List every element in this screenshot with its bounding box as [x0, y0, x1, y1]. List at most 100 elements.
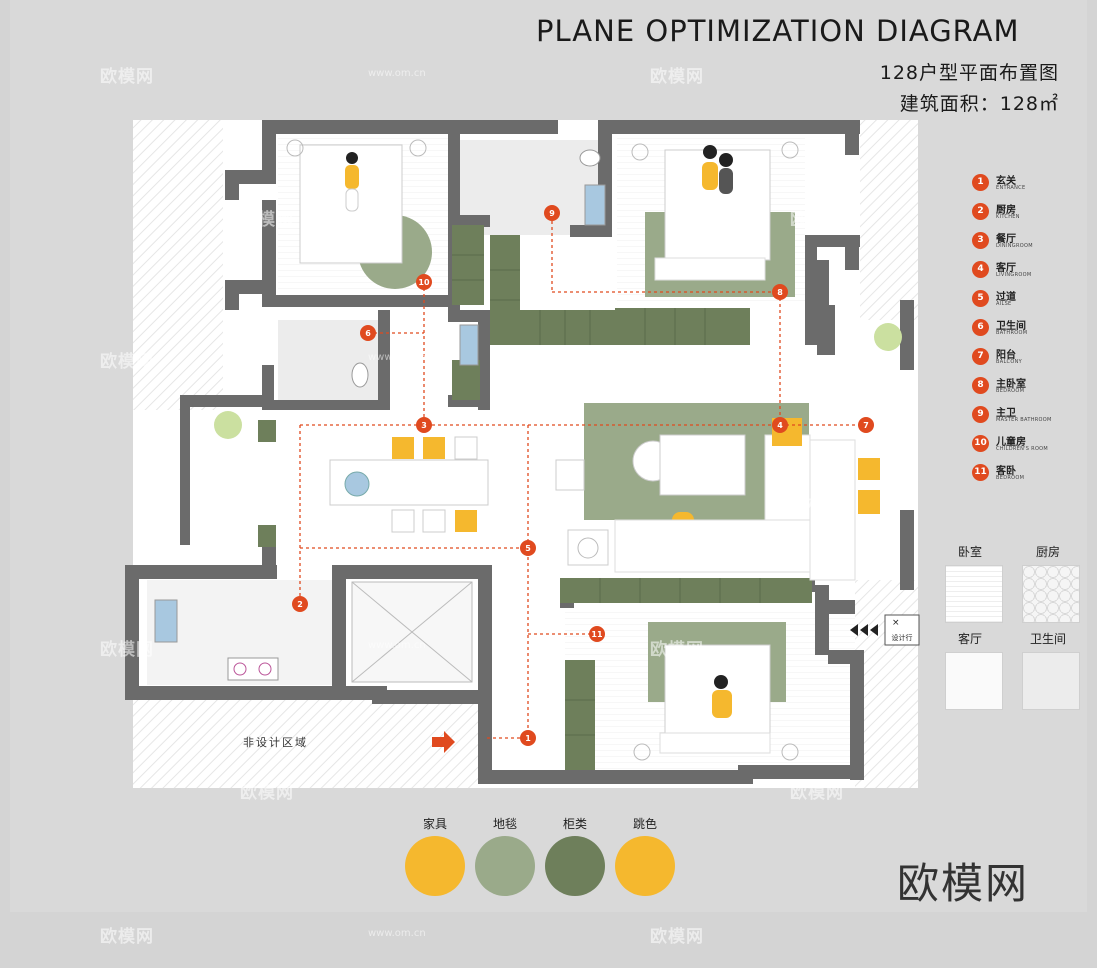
route-marker: 11 [589, 626, 605, 642]
route-marker-dot [416, 274, 432, 290]
circulation-lines [299, 215, 866, 739]
legend-number: 1 [972, 174, 989, 191]
watermark-logo: 欧模网 [240, 210, 294, 230]
route-marker-number: 10 [418, 278, 430, 287]
route-marker-dot [544, 205, 560, 221]
route-marker-number: 6 [365, 329, 371, 338]
material-swatch [475, 836, 535, 896]
watermark-url: www.om.cn [368, 640, 426, 651]
hatch-top-right [860, 120, 918, 320]
watermark-logo: 欧模网 [650, 640, 704, 660]
route-marker-dot [360, 325, 376, 341]
brand-logo: 欧模网 [897, 859, 1030, 908]
swatch-label-bedroom: 卧室 [958, 545, 983, 559]
entry-arrow-icon [432, 731, 455, 753]
route-marker: 7 [858, 417, 874, 433]
non-design-area-bg [133, 700, 478, 788]
legend-label-en: LIVINGROOM [996, 272, 1032, 278]
route-marker-dot [520, 540, 536, 556]
watermark-logo: 欧模网 [100, 640, 154, 660]
legend-number: 4 [972, 261, 989, 278]
legend-number: 8 [972, 377, 989, 394]
route-marker: 9 [544, 205, 560, 221]
guest-figure-icon [712, 675, 732, 718]
couple-figure-icon [702, 145, 733, 194]
route-marker: 3 [416, 417, 432, 433]
legend-label-en: BATHROOM [996, 330, 1028, 336]
route-marker: 8 [772, 284, 788, 300]
legend-label-en: BEDROOM [996, 475, 1025, 481]
swatch-label-living: 客厅 [958, 632, 983, 646]
material-label: 柜类 [562, 817, 587, 831]
route-markers: 1 2 3 4 5 6 7 8 9 10 11 [292, 205, 874, 746]
route-marker: 5 [520, 540, 536, 556]
route-marker: 4 [772, 417, 788, 433]
legend-number: 9 [972, 406, 989, 423]
walls [125, 120, 914, 784]
watermark-url: www.om.cn [368, 352, 426, 363]
route-marker-dot [772, 284, 788, 300]
legend-label-en: BEDROOM [996, 388, 1025, 394]
legend-label-zh: 餐厅 [996, 234, 1016, 245]
legend-label-zh: 儿童房 [996, 437, 1026, 448]
building-area: 建筑面积：128㎡ [899, 93, 1059, 115]
route-marker-number: 1 [525, 734, 531, 743]
triple-arrow-icon [850, 624, 878, 636]
tv-cabinet [809, 439, 856, 581]
entry-sign-label: 设计行 [892, 633, 913, 642]
material-label: 家具 [422, 817, 447, 831]
route-marker-number: 4 [777, 421, 783, 430]
legend-label-zh: 玄关 [996, 176, 1016, 187]
legend-label-zh: 客卧 [996, 466, 1016, 477]
legend-number: 5 [972, 290, 989, 307]
svg-text:×: × [892, 618, 900, 628]
plant-icon [214, 411, 242, 439]
swatch-label-kitchen: 厨房 [1036, 545, 1061, 559]
legend-label-en: CHILDREN'S ROOM [996, 446, 1049, 452]
legend-label-zh: 主卧室 [996, 379, 1026, 390]
legend-label-zh: 阳台 [996, 350, 1016, 361]
route-marker-number: 7 [863, 421, 869, 430]
watermark-logo: 欧模网 [790, 783, 844, 803]
material-swatch [615, 836, 675, 896]
swatch-label-bath: 卫生间 [1030, 632, 1067, 646]
cabinets [258, 225, 812, 770]
swatch-bath [1022, 652, 1080, 710]
hatch-bottom-right [855, 580, 918, 788]
route-marker-dot [858, 417, 874, 433]
child-figure-icon [345, 152, 359, 212]
watermark-logo: 欧模网 [100, 67, 154, 87]
route-marker: 10 [416, 274, 432, 290]
watermark-url: www.om.cn [368, 928, 426, 939]
legend-label-en: KITCHEN [996, 214, 1020, 220]
route-marker-dot [589, 626, 605, 642]
page-title: PLANE OPTIMIZATION DIAGRAM [536, 14, 1020, 48]
material-label: 地毯 [492, 817, 517, 831]
watermark-logo: 欧模网 [240, 495, 294, 515]
legend-number: 7 [972, 348, 989, 365]
material-label: 跳色 [632, 817, 657, 831]
route-marker: 2 [292, 596, 308, 612]
watermark-logo: 欧模网 [100, 927, 154, 947]
swatch-kitchen [1022, 565, 1080, 623]
watermark-logo: 欧模网 [650, 927, 704, 947]
sofa [614, 519, 811, 573]
hatch-left [133, 120, 223, 410]
legend-label-zh: 客厅 [996, 263, 1016, 274]
swatch-living [945, 652, 1003, 710]
watermark-logo: 欧模网 [790, 495, 844, 515]
swatch-bedroom [945, 565, 1003, 623]
legend-number: 10 [972, 435, 989, 452]
legend-number: 2 [972, 203, 989, 220]
route-marker-dot [416, 417, 432, 433]
legend-label-en: BALCONY [996, 359, 1022, 365]
coffee-table [659, 434, 746, 496]
legend-label-zh: 主卫 [996, 408, 1016, 419]
watermark-logo: 欧模网 [650, 352, 704, 372]
material-swatch [545, 836, 605, 896]
route-marker-number: 3 [421, 421, 427, 430]
route-marker-number: 8 [777, 288, 783, 297]
legend-label-en: AILSE [996, 301, 1012, 307]
route-marker: 6 [360, 325, 376, 341]
